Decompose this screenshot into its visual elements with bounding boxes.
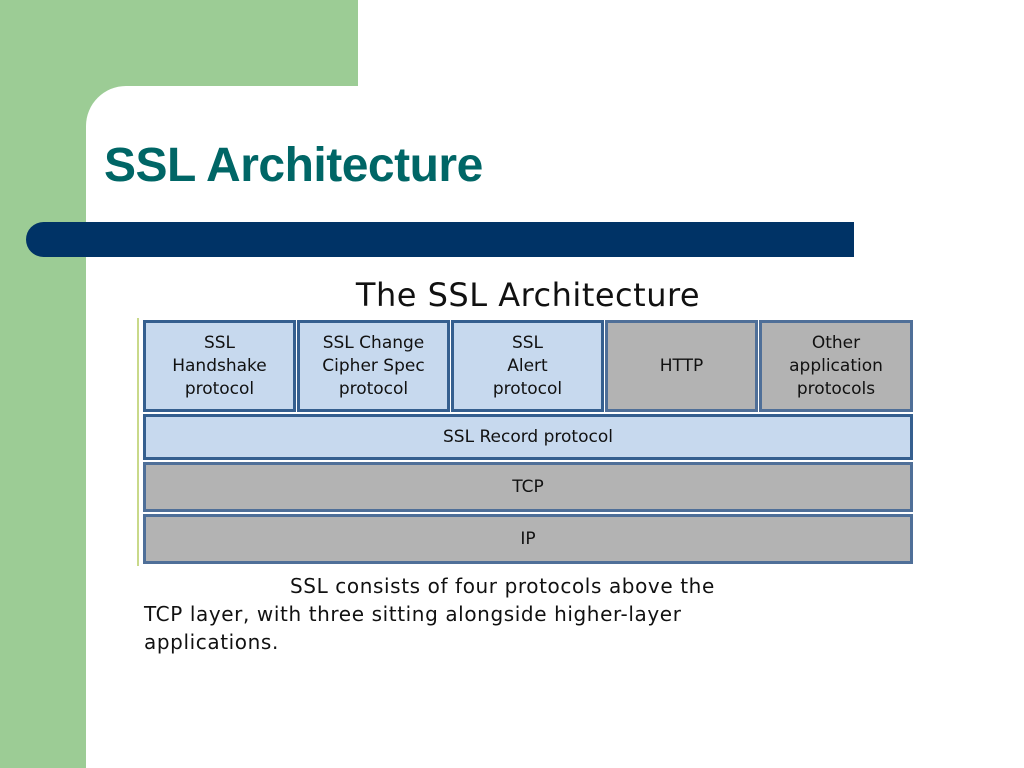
http-cell: HTTP (605, 320, 758, 412)
title-underline-bar (26, 222, 854, 257)
diagram-caption: SSL consists of four protocols above the… (144, 572, 924, 656)
ssl-handshake-cell: SSL Handshake protocol (143, 320, 296, 412)
other-application-protocols-cell: Other application protocols (759, 320, 913, 412)
ip-layer: IP (143, 514, 913, 564)
caption-line-2: TCP layer, with three sitting alongside … (144, 602, 682, 626)
tcp-layer: TCP (143, 462, 913, 512)
caption-line-1: SSL consists of four protocols above the (290, 574, 715, 598)
slide-title: SSL Architecture (104, 139, 483, 192)
ssl-change-cipher-spec-cell: SSL Change Cipher Spec protocol (297, 320, 450, 412)
ssl-record-protocol-layer: SSL Record protocol (143, 414, 913, 460)
ssl-alert-cell: SSL Alert protocol (451, 320, 604, 412)
caption-line-3: applications. (144, 630, 279, 654)
diagram-title: The SSL Architecture (355, 276, 701, 314)
ssl-architecture-diagram: SSL Handshake protocol SSL Change Cipher… (137, 318, 915, 566)
